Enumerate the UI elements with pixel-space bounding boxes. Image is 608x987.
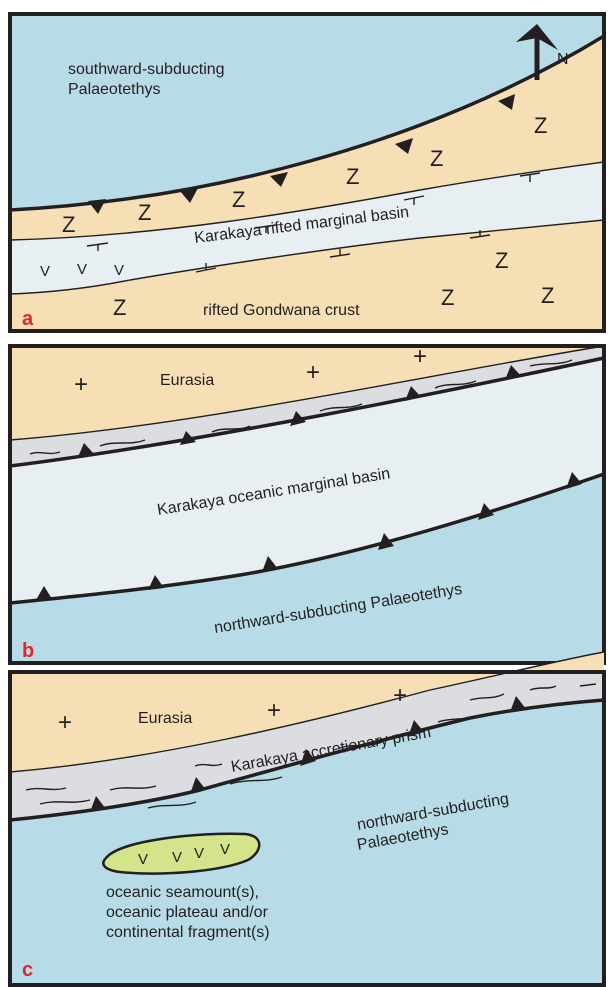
panel-a-ocean-label-line1: southward-subducting: [68, 61, 225, 78]
panel-a-crust-label: rifted Gondwana crust: [203, 302, 360, 319]
continent-symbol: +: [58, 709, 72, 736]
panel-c: + + + Eurasia Karakaya accretionary pris…: [10, 652, 604, 985]
seamount-label-line3: continental fragment(s): [106, 924, 270, 941]
continent-symbol: +: [267, 697, 281, 724]
continent-symbol: +: [74, 371, 88, 398]
crust-symbol: Z: [113, 295, 126, 320]
seamount-label-line1: oceanic seamount(s),: [106, 884, 259, 901]
volcanic-symbol: V: [194, 845, 204, 862]
volcanic-symbol: V: [138, 851, 148, 868]
volcanic-symbol: V: [77, 261, 87, 278]
crust-symbol: Z: [541, 283, 554, 308]
panel-c-label: c: [22, 959, 33, 981]
panel-a-label: a: [22, 308, 34, 330]
volcanic-symbol: V: [172, 849, 182, 866]
panel-c-eurasia-label: Eurasia: [138, 710, 192, 727]
crust-symbol: Z: [346, 164, 359, 189]
volcanic-symbol: V: [220, 841, 230, 858]
panel-b: + + + Eurasia Karakaya oceanic marginal …: [10, 343, 604, 663]
crust-symbol: Z: [232, 187, 245, 212]
panel-a: Z Z Z Z Z Z Z Z Z Z V V V southward-subd…: [10, 14, 604, 331]
seamount-label-line2: oceanic plateau and/or: [106, 904, 269, 921]
panel-a-ocean-label-line2: Palaeotethys: [68, 81, 161, 98]
crust-symbol: Z: [441, 285, 454, 310]
crust-symbol: Z: [430, 146, 443, 171]
panel-b-label: b: [22, 640, 34, 662]
continent-symbol: +: [306, 359, 320, 386]
continent-symbol: +: [393, 682, 407, 709]
panel-b-eurasia-label: Eurasia: [160, 372, 214, 389]
north-label: N: [557, 51, 569, 68]
crust-symbol: Z: [534, 113, 547, 138]
crust-symbol: Z: [138, 200, 151, 225]
crust-symbol: Z: [62, 212, 75, 237]
volcanic-symbol: V: [114, 262, 124, 279]
crust-symbol: Z: [495, 248, 508, 273]
volcanic-symbol: V: [40, 263, 50, 280]
